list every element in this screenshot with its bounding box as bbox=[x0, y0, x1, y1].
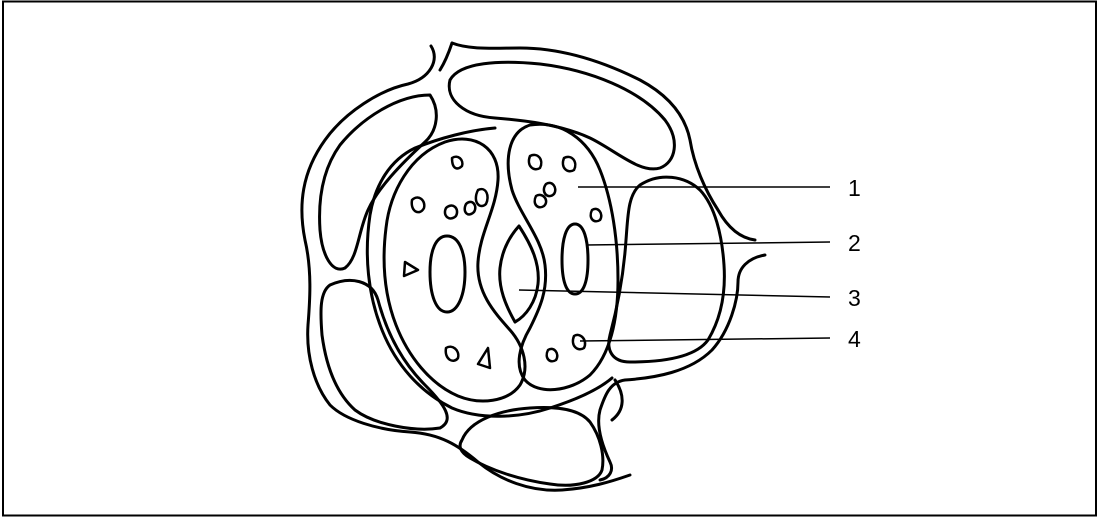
label-1: 1 bbox=[848, 175, 861, 201]
leader-line-3 bbox=[519, 290, 830, 297]
label-4: 4 bbox=[848, 326, 861, 352]
label-3: 3 bbox=[848, 285, 861, 311]
label-2: 2 bbox=[848, 230, 861, 256]
top-epidermal-cell bbox=[449, 62, 674, 169]
leader-line-2 bbox=[586, 242, 830, 245]
left-lower-epidermal-cell bbox=[321, 280, 447, 429]
right-outer-wall bbox=[599, 255, 765, 480]
leader-line-4 bbox=[580, 338, 830, 341]
right-epidermal-cell bbox=[609, 177, 725, 362]
chloroplast-4 bbox=[573, 335, 585, 349]
figure-border bbox=[3, 2, 1096, 516]
right-guard-nucleus bbox=[562, 224, 588, 294]
bottom-epidermal-cell bbox=[460, 408, 603, 486]
stomatal-pore bbox=[500, 226, 539, 322]
top-left-wall-fragment bbox=[440, 43, 452, 70]
outer-cell-wall-top bbox=[452, 43, 755, 240]
left-guard-nucleus bbox=[430, 236, 465, 312]
right-guard-chloroplasts bbox=[529, 155, 601, 361]
left-upper-epidermal-cell bbox=[320, 95, 437, 269]
